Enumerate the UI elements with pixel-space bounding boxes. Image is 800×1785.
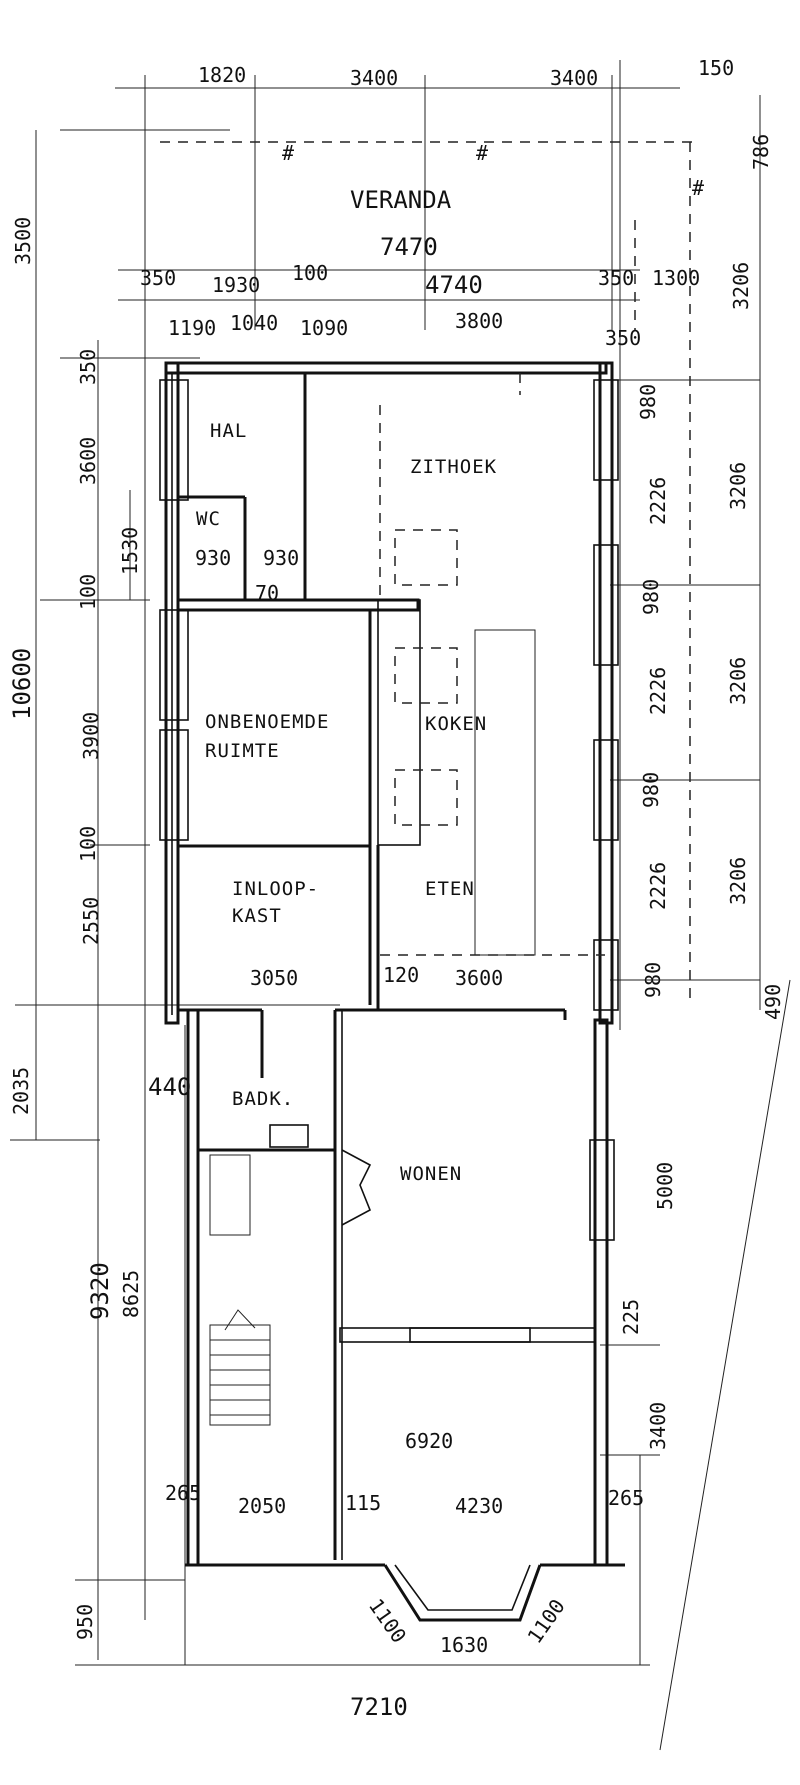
dim-left-3500: 3500 bbox=[11, 217, 35, 265]
dim-2050: 2050 bbox=[238, 1494, 286, 1518]
dim-115: 115 bbox=[345, 1491, 381, 1515]
dim-right-3206a: 3206 bbox=[729, 262, 753, 310]
dim-top-150: 150 bbox=[698, 56, 734, 80]
dim-right-980d: 980 bbox=[641, 962, 665, 998]
dim-left-350: 350 bbox=[76, 349, 100, 385]
windows bbox=[159, 379, 619, 1241]
furniture bbox=[209, 373, 605, 1426]
room-veranda: VERANDA bbox=[350, 186, 452, 214]
room-inloop-1: INLOOP- bbox=[232, 878, 319, 900]
dim-1040: 1040 bbox=[230, 311, 278, 335]
dim-right-5000: 5000 bbox=[653, 1162, 677, 1210]
dim-265b: 265 bbox=[608, 1486, 644, 1510]
dim-1090: 1090 bbox=[300, 316, 348, 340]
dim-right-2226b: 2226 bbox=[646, 667, 670, 715]
dimension-lines bbox=[10, 60, 791, 1751]
dim-left-100b: 100 bbox=[76, 826, 100, 862]
dim-7210: 7210 bbox=[350, 1693, 408, 1721]
svg-text:#: # bbox=[476, 141, 488, 165]
dim-1190: 1190 bbox=[168, 316, 216, 340]
dim-3050: 3050 bbox=[250, 966, 298, 990]
svg-text:#: # bbox=[282, 141, 294, 165]
dim-right-3206d: 3206 bbox=[726, 857, 750, 905]
dim-right-3400: 3400 bbox=[646, 1402, 670, 1450]
dim-top-3400b: 3400 bbox=[550, 66, 598, 90]
dim-top-1820: 1820 bbox=[198, 63, 246, 87]
dim-100a: 100 bbox=[292, 261, 328, 285]
dim-6920: 6920 bbox=[405, 1429, 453, 1453]
dim-right-980b: 980 bbox=[639, 579, 663, 615]
room-hal: HAL bbox=[210, 420, 247, 442]
dim-3600: 3600 bbox=[455, 966, 503, 990]
dim-4740: 4740 bbox=[425, 271, 483, 299]
dim-1100a: 1100 bbox=[364, 1594, 411, 1647]
dim-3800: 3800 bbox=[455, 309, 503, 333]
dim-left-10600: 10600 bbox=[8, 648, 36, 720]
room-koken: KOKEN bbox=[425, 713, 487, 735]
dim-right-3206b: 3206 bbox=[726, 462, 750, 510]
staircase bbox=[209, 1309, 271, 1426]
dim-right-490: 490 bbox=[761, 984, 785, 1020]
walls bbox=[164, 361, 625, 1622]
dimension-labels: 1820 3400 3400 150 786 3500 7470 350 193… bbox=[8, 56, 785, 1721]
dim-left-1530: 1530 bbox=[118, 527, 142, 575]
dim-right-225: 225 bbox=[619, 1299, 643, 1335]
dim-left-2035: 2035 bbox=[9, 1067, 33, 1115]
dim-left-2550: 2550 bbox=[79, 897, 103, 945]
dim-left-8625: 8625 bbox=[119, 1270, 143, 1318]
dim-left-3900: 3900 bbox=[79, 712, 103, 760]
dim-right-786: 786 bbox=[749, 134, 773, 170]
room-wonen: WONEN bbox=[400, 1163, 462, 1185]
dim-350c: 350 bbox=[605, 326, 641, 350]
dim-right-980a: 980 bbox=[636, 384, 660, 420]
dim-120: 120 bbox=[383, 963, 419, 987]
room-onbenoemde-1: ONBENOEMDE bbox=[205, 711, 329, 733]
room-zithoek: ZITHOEK bbox=[410, 456, 497, 478]
dim-350b: 350 bbox=[598, 266, 634, 290]
dim-1100b: 1100 bbox=[522, 1595, 569, 1648]
svg-text:#: # bbox=[692, 176, 704, 200]
dim-left-100a: 100 bbox=[76, 574, 100, 610]
dim-left-9320: 9320 bbox=[86, 1262, 114, 1320]
dim-1630: 1630 bbox=[440, 1633, 488, 1657]
dim-right-2226c: 2226 bbox=[646, 862, 670, 910]
dim-350a: 350 bbox=[140, 266, 176, 290]
dim-7470: 7470 bbox=[380, 233, 438, 261]
dim-1930: 1930 bbox=[212, 273, 260, 297]
dim-930b: 930 bbox=[263, 546, 299, 570]
dim-930a: 930 bbox=[195, 546, 231, 570]
dim-right-2226a: 2226 bbox=[646, 477, 670, 525]
room-eten: ETEN bbox=[425, 878, 475, 900]
dim-265a: 265 bbox=[165, 1481, 201, 1505]
dim-right-3206c: 3206 bbox=[726, 657, 750, 705]
dim-left-3600: 3600 bbox=[76, 437, 100, 485]
dim-1300: 1300 bbox=[652, 266, 700, 290]
dim-top-3400a: 3400 bbox=[350, 66, 398, 90]
dim-left-950: 950 bbox=[73, 1604, 97, 1640]
veranda-outline: # # # bbox=[160, 141, 704, 1000]
room-onbenoemde-2: RUIMTE bbox=[205, 740, 280, 762]
room-badk: BADK. bbox=[232, 1088, 294, 1110]
room-labels: VERANDA HAL WC ZITHOEK ONBENOEMDE RUIMTE… bbox=[196, 186, 497, 1185]
room-inloop-2: KAST bbox=[232, 905, 282, 927]
dim-4230: 4230 bbox=[455, 1494, 503, 1518]
room-wc: WC bbox=[196, 508, 221, 530]
dim-70: 70 bbox=[255, 581, 279, 605]
dim-440: 440 bbox=[148, 1073, 191, 1101]
dim-right-980c: 980 bbox=[639, 772, 663, 808]
